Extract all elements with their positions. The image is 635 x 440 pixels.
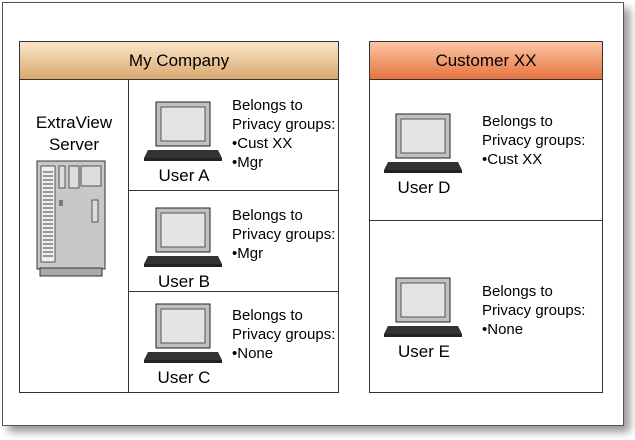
diagram-frame: My Company ExtraView Server bbox=[2, 2, 624, 426]
server-divider bbox=[128, 80, 129, 392]
user-c-label: User C bbox=[157, 368, 211, 387]
my-company-box: My Company ExtraView Server bbox=[19, 41, 339, 393]
customer-row-divider bbox=[370, 220, 602, 221]
user-d-groups: Belongs to Privacy groups: •Cust XX bbox=[482, 113, 586, 168]
laptop-icon bbox=[144, 303, 222, 363]
user-d-label: User D bbox=[397, 178, 451, 197]
row-divider-2 bbox=[128, 291, 338, 292]
laptop-icon bbox=[384, 113, 462, 173]
customer-box: Customer XX User D Belongs to Privacy gr… bbox=[369, 41, 603, 393]
user-b-label: User B bbox=[158, 272, 210, 291]
user-e-label: User E bbox=[398, 342, 450, 361]
user-a-label: User A bbox=[158, 166, 210, 185]
laptop-icon bbox=[384, 277, 462, 337]
user-b-groups: Belongs to Privacy groups: •Mgr bbox=[232, 207, 336, 262]
user-e-groups: Belongs to Privacy groups: •None bbox=[482, 283, 586, 338]
row-divider-1 bbox=[128, 190, 338, 191]
laptop-icon bbox=[144, 207, 222, 267]
my-company-header: My Company bbox=[20, 42, 338, 80]
user-a-groups: Belongs to Privacy groups: •Cust XX •Mgr bbox=[232, 97, 336, 171]
customer-header: Customer XX bbox=[370, 42, 602, 80]
server-icon bbox=[36, 160, 106, 277]
server-label: ExtraView Server bbox=[35, 113, 113, 154]
laptop-icon bbox=[144, 101, 222, 161]
user-c-groups: Belongs to Privacy groups: •None bbox=[232, 307, 336, 362]
